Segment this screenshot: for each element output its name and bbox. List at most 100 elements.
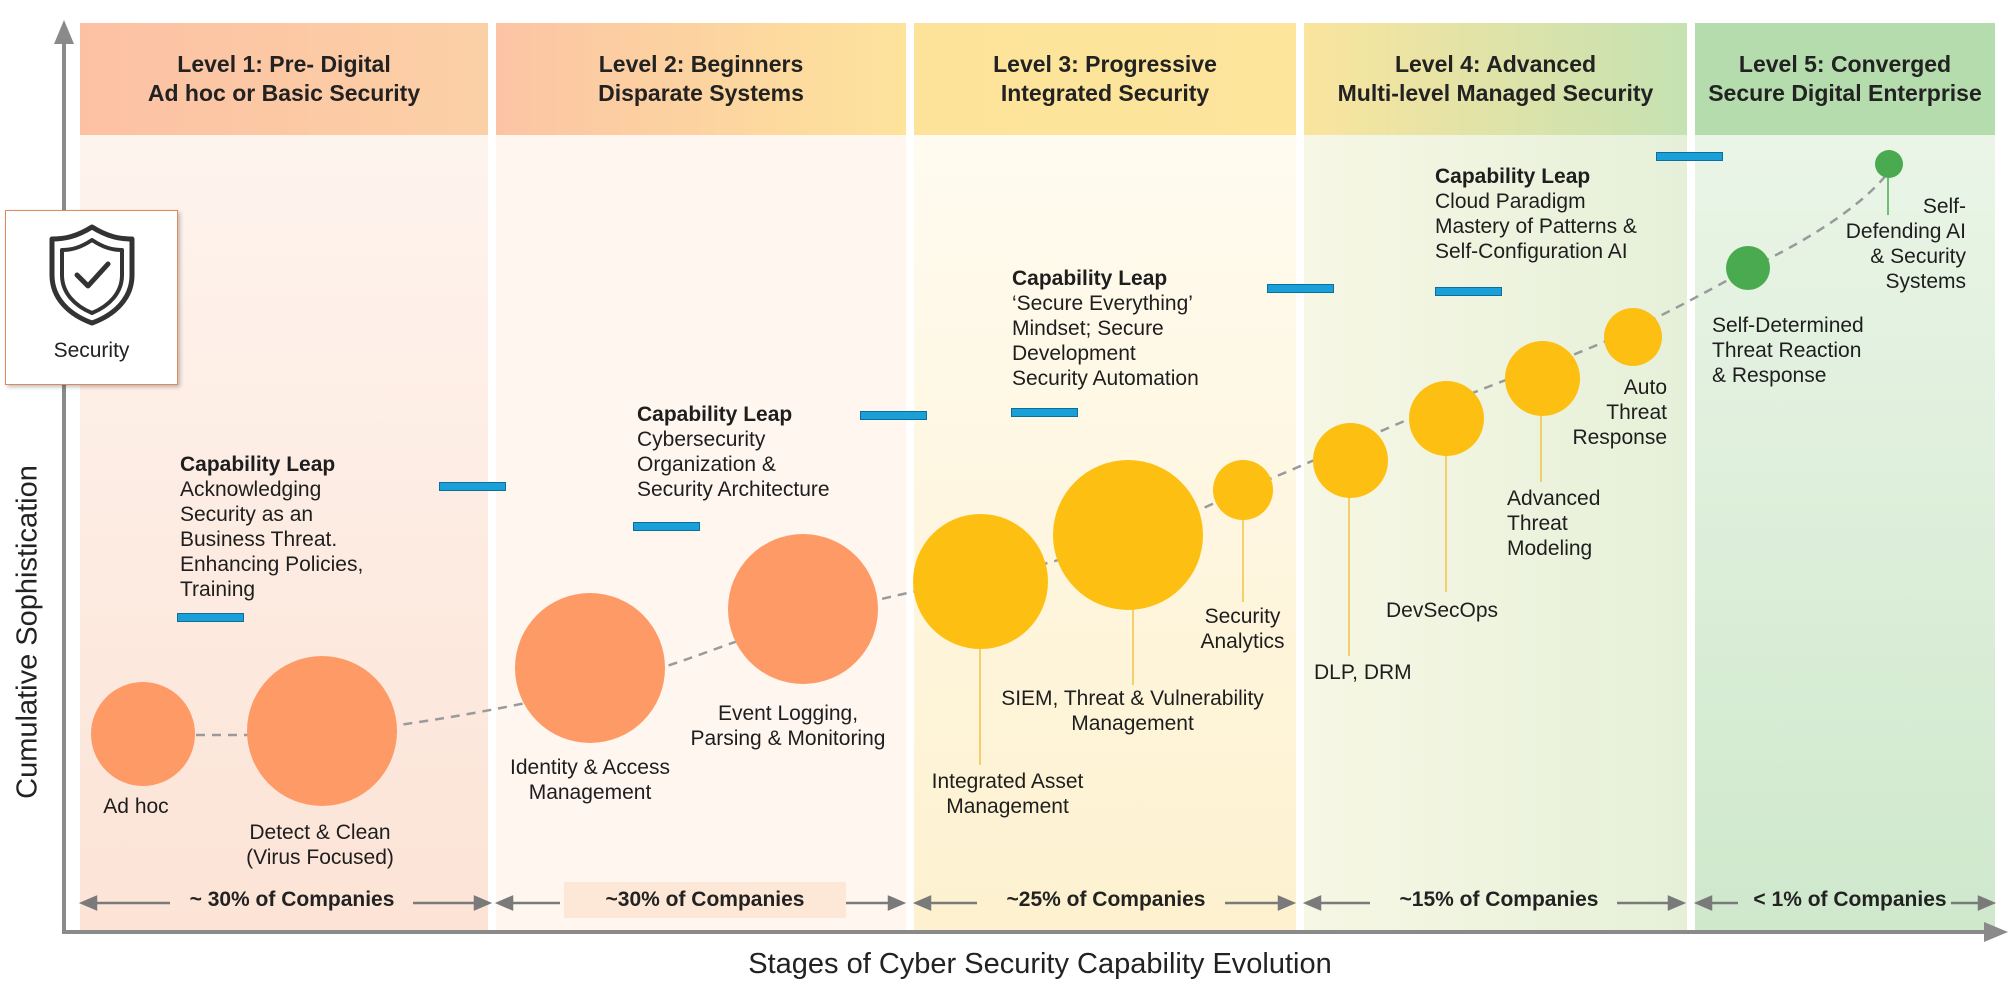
level-5-header: Level 5: Converged Secure Digital Enterp… [1695, 23, 1995, 135]
stage-label-ad-hoc: Ad hoc [80, 794, 192, 819]
stage-label-line: Threat [1507, 512, 1568, 535]
stage-label-line: Analytics [1200, 630, 1285, 653]
y-axis [62, 34, 66, 932]
stage-label-security-analytics: Security Analytics [1180, 604, 1305, 654]
stage-label-devsecops: DevSecOps [1386, 598, 1498, 623]
stage-label-self-determined: Self-Determined Threat Reaction & Respon… [1712, 313, 1864, 388]
stage-circle-siem [1053, 460, 1203, 610]
stage-label-line: Modeling [1507, 537, 1593, 560]
leap-bar [860, 411, 927, 420]
x-axis-label: Stages of Cyber Security Capability Evol… [748, 948, 1332, 980]
capability-leap-3-line: Development [1012, 342, 1136, 365]
capability-leap-2-title: Capability Leap [637, 403, 793, 426]
stage-label-line: Detect & Clean [249, 821, 391, 844]
stage-label-line: Response [1572, 426, 1667, 449]
stage-label-auto-response: Auto Threat Response [1540, 375, 1667, 450]
leap-bar [633, 522, 700, 531]
capability-leap-2: Capability Leap Cybersecurity Organizati… [637, 402, 830, 502]
leap-bar [1011, 408, 1078, 417]
stage-circle-detect-clean [247, 656, 397, 806]
stage-circle-devsecops [1409, 381, 1484, 456]
capability-leap-1-line: Enhancing Policies, [180, 553, 364, 576]
level-3-header: Level 3: Progressive Integrated Security [914, 23, 1296, 135]
capability-leap-4-title: Capability Leap [1435, 165, 1591, 188]
capability-leap-4-line: Mastery of Patterns & [1435, 215, 1637, 238]
leap-bar [1267, 284, 1334, 293]
stage-label-line: (Virus Focused) [246, 846, 394, 869]
stage-label-line: Integrated Asset [931, 770, 1084, 793]
stage-label-line: Defending AI [1845, 220, 1966, 243]
stage-label-line: SIEM, Threat & Vulnerability [1001, 687, 1264, 710]
stage-label-detect-clean: Detect & Clean (Virus Focused) [220, 820, 420, 870]
stage-label-line: Self- [1922, 195, 1966, 218]
stage-label-dlp: DLP, DRM [1314, 660, 1412, 685]
level-3-companies: ~25% of Companies [1006, 888, 1206, 911]
stage-label-line: Event Logging, [717, 702, 859, 725]
stage-label-line: Threat [1606, 401, 1667, 424]
capability-leap-1-line: Training [180, 578, 256, 601]
stage-label-line: Management [946, 795, 1069, 818]
level-5-title: Level 5: Converged [1738, 51, 1952, 77]
stage-label-self-defending: Self- Defending AI & Security Systems [1820, 194, 1966, 294]
level-4-title: Level 4: Advanced [1394, 51, 1597, 77]
stage-label-line: DLP, DRM [1314, 661, 1412, 684]
capability-leap-1-title: Capability Leap [180, 453, 336, 476]
stage-label-line: & Security [1870, 245, 1966, 268]
stage-label-line: Auto [1623, 376, 1667, 399]
capability-leap-3-line: ‘Secure Everything’ [1012, 292, 1193, 315]
stage-circle-ad-hoc [91, 682, 195, 786]
capability-leap-2-line: Organization & [637, 453, 776, 476]
stage-label-line: Self-Determined [1712, 314, 1864, 337]
stage-label-line: Management [1071, 712, 1194, 735]
x-axis [62, 930, 1988, 934]
level-4-subtitle: Multi-level Managed Security [1337, 80, 1654, 106]
capability-leap-3-line: Security Automation [1012, 367, 1199, 390]
level-2-column [496, 135, 906, 930]
stage-label-line: Parsing & Monitoring [690, 727, 886, 750]
stage-label-event-logging: Event Logging, Parsing & Monitoring [678, 701, 898, 751]
level-2-title: Level 2: Beginners [598, 51, 804, 77]
security-card-label: Security [53, 339, 130, 362]
stage-label-line: Systems [1885, 270, 1966, 293]
x-axis-arrowhead [1984, 922, 2008, 942]
level-1-companies: ~ 30% of Companies [189, 888, 395, 911]
level-1-title: Level 1: Pre- Digital [177, 51, 391, 77]
stage-circle-dlp [1313, 423, 1388, 498]
capability-leap-2-line: Security Architecture [637, 478, 830, 501]
level-2-subtitle: Disparate Systems [598, 80, 804, 106]
leap-bar [439, 482, 506, 491]
stage-circle-security-analytics [1213, 460, 1273, 520]
level-4-companies: ~15% of Companies [1399, 888, 1599, 911]
stage-label-integrated-asset: Integrated Asset Management [900, 769, 1115, 819]
stage-label-line: Management [528, 781, 652, 804]
capability-leap-2-line: Cybersecurity [637, 428, 766, 451]
capability-leap-4-line: Cloud Paradigm [1435, 190, 1586, 213]
progress-curve [196, 161, 1897, 737]
shield-check-icon [49, 224, 135, 326]
capability-leap-3-line: Mindset; Secure [1012, 317, 1164, 340]
level-4-column [1304, 135, 1687, 930]
y-axis-label: Cumulative Sophistication [11, 465, 44, 799]
stage-label-line: DevSecOps [1386, 599, 1499, 622]
level-4-header: Level 4: Advanced Multi-level Managed Se… [1304, 23, 1687, 135]
level-5-subtitle: Secure Digital Enterprise [1708, 80, 1982, 106]
stage-label-threat-modeling: Advanced Threat Modeling [1507, 486, 1600, 561]
stage-label-siem: SIEM, Threat & Vulnerability Management [985, 686, 1280, 736]
capability-leap-1-line: Security as an [180, 503, 314, 526]
capability-leap-4: Capability Leap Cloud Paradigm Mastery o… [1435, 164, 1637, 264]
capability-leap-3-title: Capability Leap [1012, 267, 1168, 290]
stage-label-line: Threat Reaction [1712, 339, 1862, 362]
level-1-subtitle: Ad hoc or Basic Security [147, 80, 421, 106]
capability-leap-1-line: Acknowledging [180, 478, 322, 501]
leap-bar [1435, 287, 1502, 296]
stage-label-line: Advanced [1507, 487, 1601, 510]
stage-label-line: Security [1204, 605, 1281, 628]
stage-circle-identity-access [515, 593, 665, 743]
level-3-subtitle: Integrated Security [1000, 80, 1210, 106]
stage-circle-threat-modeling [1505, 341, 1580, 416]
leap-bar [1656, 152, 1723, 161]
stage-circle-integrated-asset [913, 514, 1048, 649]
stage-label-line: & Response [1712, 364, 1827, 387]
level-1-header: Level 1: Pre- Digital Ad hoc or Basic Se… [80, 23, 488, 135]
